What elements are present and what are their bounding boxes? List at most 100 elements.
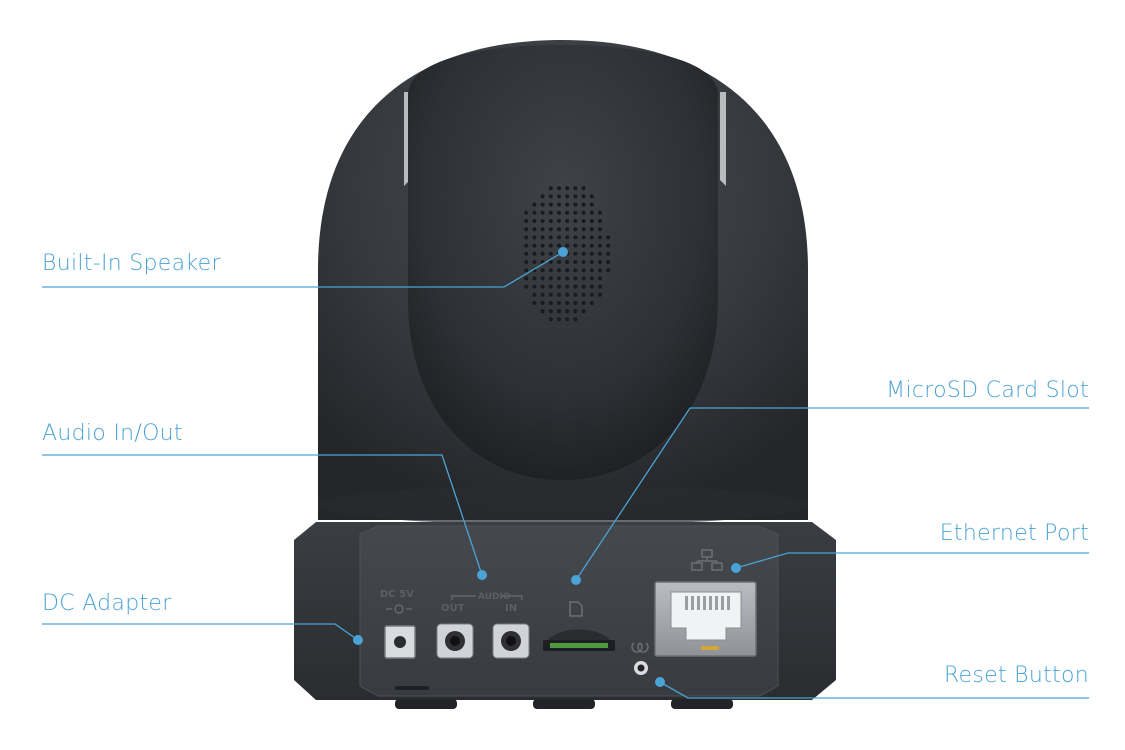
grille-hole	[573, 219, 578, 223]
grille-hole	[548, 268, 553, 273]
grille-hole	[557, 186, 561, 191]
grille-hole	[548, 243, 553, 248]
grille-hole	[557, 268, 561, 273]
grille-hole	[573, 235, 578, 240]
grille-hole	[565, 219, 570, 223]
grille-hole	[581, 210, 586, 215]
grille-hole	[589, 301, 594, 305]
audio-mark: AUDIO	[478, 592, 511, 602]
ethernet-pin	[697, 596, 700, 610]
leader-microsd	[575, 407, 1089, 581]
grille-hole	[540, 284, 545, 289]
foot-right	[671, 699, 733, 709]
callout-built-in-speaker: Built-In Speaker	[42, 251, 221, 276]
grille-hole	[532, 251, 537, 256]
grille-hole	[557, 194, 561, 199]
grille-hole	[589, 202, 594, 207]
grille-hole	[548, 317, 553, 322]
grille-hole	[532, 301, 537, 305]
ethernet-led	[701, 646, 719, 650]
grille-hole	[589, 284, 594, 289]
ethernet-pin	[691, 596, 694, 610]
grille-hole	[581, 219, 586, 223]
grille-hole	[573, 210, 578, 215]
grille-hole	[589, 210, 594, 215]
grille-hole	[565, 309, 570, 314]
grille-hole	[532, 284, 537, 289]
grille-hole	[598, 260, 602, 264]
grille-hole	[557, 219, 561, 223]
grille-hole	[581, 301, 586, 305]
audio-in-mark: IN	[505, 603, 518, 614]
grille-hole	[565, 276, 570, 281]
leader-reset	[659, 681, 1089, 699]
grille-hole	[606, 235, 611, 240]
grille-hole	[581, 194, 586, 199]
grille-hole	[540, 202, 545, 207]
grille-hole	[581, 251, 586, 256]
grille-hole	[557, 301, 561, 305]
grille-hole	[589, 219, 594, 223]
ethernet-pin	[715, 596, 718, 610]
grille-hole	[557, 235, 561, 240]
grille-hole	[532, 243, 537, 248]
grille-hole	[548, 227, 553, 232]
grille-hole	[565, 284, 570, 289]
grille-hole	[532, 235, 537, 240]
grille-hole	[589, 260, 594, 264]
callout-audio-in-out: Audio In/Out	[42, 421, 183, 446]
grille-hole	[589, 292, 594, 297]
dc-jack-hole	[394, 636, 406, 648]
grille-hole	[581, 227, 586, 232]
grille-hole	[565, 317, 570, 322]
grille-hole	[573, 276, 578, 281]
callout-dc-adapter: DC Adapter	[42, 591, 172, 616]
grille-hole	[524, 243, 529, 248]
grille-hole	[565, 186, 570, 191]
grille-hole	[589, 194, 594, 199]
foot-center	[533, 699, 595, 709]
grille-hole	[540, 309, 545, 314]
grille-hole	[540, 194, 545, 199]
grille-hole	[557, 227, 561, 232]
grille-hole	[532, 260, 537, 264]
grille-hole	[589, 227, 594, 232]
callout-microsd-card-slot: MicroSD Card Slot	[886, 378, 1089, 403]
reset-icon	[631, 642, 649, 653]
grille-hole	[598, 235, 602, 240]
grille-hole	[524, 210, 529, 215]
grille-hole	[557, 260, 561, 264]
grille-hole	[598, 227, 602, 232]
grille-hole	[548, 276, 553, 281]
grille-hole	[524, 268, 529, 273]
grille-hole	[540, 276, 545, 281]
callout-ethernet-port: Ethernet Port	[939, 521, 1089, 546]
leader-ethernet	[735, 552, 1089, 569]
grille-hole	[598, 276, 602, 281]
grille-hole	[573, 317, 578, 322]
leader-lines	[42, 251, 1089, 699]
grille-hole	[565, 292, 570, 297]
ethernet-pin	[709, 596, 712, 610]
grille-hole	[573, 194, 578, 199]
grille-hole	[540, 243, 545, 248]
grille-hole	[548, 235, 553, 240]
grille-hole	[573, 292, 578, 297]
dot-reset	[655, 677, 665, 687]
ethernet-pin	[685, 596, 688, 610]
grille-hole	[548, 219, 553, 223]
grille-hole	[565, 227, 570, 232]
grille-hole	[581, 186, 586, 191]
grille-hole	[540, 227, 545, 232]
grille-hole	[581, 243, 586, 248]
dome-right-edge	[720, 92, 726, 186]
sd-card-icon	[569, 601, 583, 617]
microsd-card-contacts	[550, 643, 608, 648]
dot-dc	[353, 635, 363, 645]
grille-hole	[540, 268, 545, 273]
grille-hole	[532, 202, 537, 207]
grille-hole	[548, 309, 553, 314]
grille-hole	[532, 292, 537, 297]
camera-body	[318, 40, 808, 525]
grille-hole	[548, 202, 553, 207]
